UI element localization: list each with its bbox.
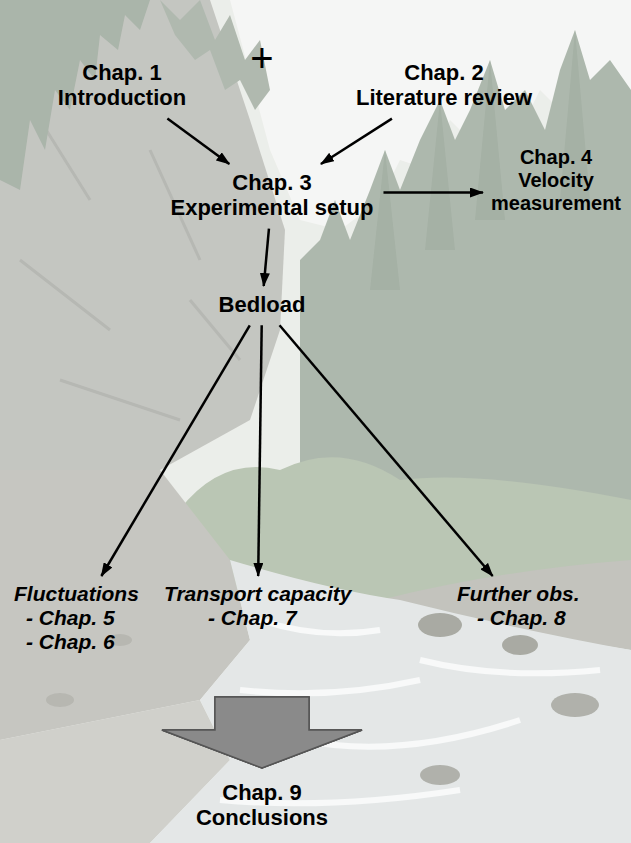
flow-arrow: [258, 325, 262, 576]
node-title: Transport capacity: [164, 582, 352, 606]
flow-arrow: [383, 191, 483, 194]
topic-node: Fluctuations- Chap. 5- Chap. 6: [10, 580, 143, 656]
block-arrow: [162, 697, 362, 768]
chapter-node: Chap. 9 Conclusions: [192, 778, 332, 833]
block-arrow: [162, 697, 362, 768]
node-title: Chap. 4 Velocity measurement: [491, 146, 621, 215]
plus-sign: +: [250, 38, 273, 78]
node-title: Chap. 9 Conclusions: [196, 780, 328, 831]
flow-arrow: [167, 119, 229, 164]
node-title: Bedload: [219, 292, 306, 317]
node-title: Chap. 3 Experimental setup: [171, 170, 374, 221]
block-arrow: [162, 697, 362, 768]
node-title: Chap. 1 Introduction: [58, 60, 186, 111]
flow-arrow: [101, 325, 249, 576]
flow-arrow: [280, 325, 493, 576]
chapter-node: Chap. 3 Experimental setup: [167, 168, 378, 223]
node-title: Fluctuations: [14, 582, 139, 606]
node-title: Chap. 2 Literature review: [356, 60, 532, 111]
topic-node: Further obs.- Chap. 8: [453, 580, 584, 632]
flow-arrow: [321, 119, 392, 164]
flow-arrow: [264, 229, 269, 286]
topic-node: Bedload: [215, 290, 310, 319]
chapter-reference: - Chap. 7: [164, 606, 352, 630]
chapter-reference: - Chap. 8: [457, 606, 580, 630]
chapter-reference: - Chap. 5: [14, 606, 139, 630]
chapter-node: Chap. 4 Velocity measurement: [487, 144, 625, 217]
node-title: Further obs.: [457, 582, 580, 606]
chapter-node: Chap. 2 Literature review: [352, 58, 536, 113]
chapter-reference: - Chap. 6: [14, 630, 139, 654]
topic-node: Transport capacity- Chap. 7: [160, 580, 356, 632]
chapter-node: Chap. 1 Introduction: [54, 58, 190, 113]
